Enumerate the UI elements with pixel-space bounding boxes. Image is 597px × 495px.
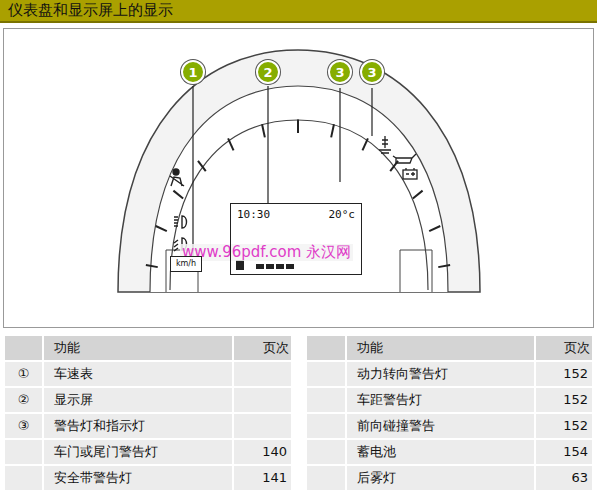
lcd-display: 10:30 20°c	[230, 203, 362, 275]
dial-tick	[438, 265, 450, 267]
callout-number: ①	[5, 362, 42, 386]
table-header: 页次	[538, 336, 590, 360]
table-cell	[307, 336, 345, 360]
unit-text: km/h	[171, 258, 201, 270]
table-cell	[234, 414, 291, 438]
dial-tick	[146, 265, 158, 267]
unit-box: km/h	[170, 256, 202, 272]
table-header: 功能	[54, 336, 80, 360]
table-cell-text: 后雾灯	[357, 466, 396, 490]
page-number: 140	[236, 440, 287, 464]
dial-tick	[331, 124, 334, 137]
page-number: 154	[538, 440, 588, 464]
table-header: 页次	[236, 336, 289, 360]
table-cell-text: 动力转向警告灯	[357, 362, 448, 386]
table-cell	[5, 466, 42, 490]
table-cell-text: 安全带警告灯	[54, 466, 132, 490]
table-cell-text: 车距警告灯	[357, 388, 422, 412]
callout-number: ②	[5, 388, 42, 412]
callout-digit: 1	[188, 65, 197, 80]
dial-tick	[297, 120, 299, 133]
table-cell	[307, 440, 345, 464]
dial-tick	[262, 124, 265, 137]
dial-tick	[429, 226, 440, 231]
display-reading: 20°c	[329, 208, 356, 221]
title-text: 仪表盘和显示屏上的显示	[8, 1, 173, 20]
dial-tick	[173, 191, 183, 199]
callout-number: 2	[256, 60, 280, 84]
callout-digit: 2	[263, 65, 272, 80]
table-cell	[307, 362, 345, 386]
page-number: 63	[538, 466, 588, 490]
table-cell	[5, 336, 42, 360]
callout-number: 3	[328, 60, 352, 84]
page-number: 141	[236, 466, 287, 490]
leader-line	[192, 86, 193, 256]
table-cell-text: 蓄电池	[357, 440, 396, 464]
table-cell	[234, 388, 291, 412]
dial-tick	[198, 161, 206, 171]
table-cell-text: 车门或尾门警告灯	[54, 440, 158, 464]
table-cell-text: 显示屏	[54, 388, 93, 412]
table-cell-text: 车速表	[54, 362, 93, 386]
table-cell	[307, 414, 345, 438]
page-number: 152	[538, 362, 588, 386]
dial-tick	[362, 138, 367, 150]
callout-number: 3	[360, 60, 384, 84]
callout-digit: 3	[367, 65, 376, 80]
table-cell	[234, 362, 291, 386]
display-reading: 10:30	[237, 208, 270, 221]
dial-tick	[156, 226, 167, 231]
page-number: 152	[538, 414, 588, 438]
callout-number: ③	[5, 414, 42, 438]
table-cell	[307, 388, 345, 412]
watermark: www.96pdf.com 永汉网	[180, 244, 353, 261]
table-cell	[5, 440, 42, 464]
dial-tick	[413, 191, 423, 199]
page-number: 152	[538, 388, 588, 412]
leader-line	[267, 86, 268, 203]
table-cell-text: 警告灯和指示灯	[54, 414, 145, 438]
callout-number: 1	[181, 60, 205, 84]
callout-digit: 3	[335, 65, 344, 80]
table-cell	[307, 466, 345, 490]
table-header: 功能	[357, 336, 383, 360]
dial-tick	[228, 138, 233, 150]
table-cell-text: 前向碰撞警告	[357, 414, 435, 438]
